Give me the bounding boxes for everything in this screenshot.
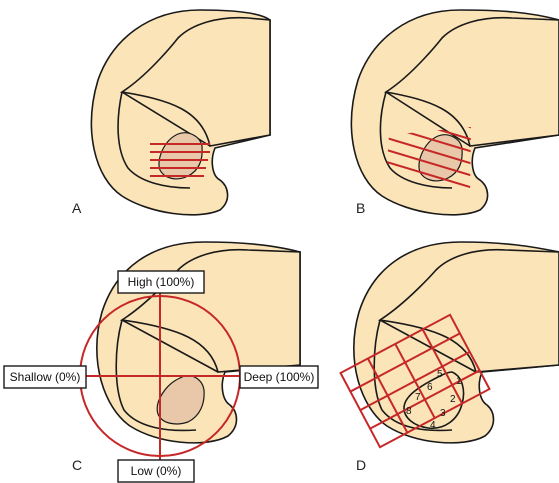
label-box-low (117, 459, 195, 483)
panel-letter-b: B (356, 200, 365, 216)
panel-c: High (100%) Shallow (0%) Deep (100%) Low… (3, 241, 319, 483)
label-high: High (100%) (128, 275, 195, 289)
oblique-grid-b (386, 127, 471, 190)
panel-b: B (350, 9, 559, 216)
panel-a: A (72, 9, 271, 216)
panel-d: 1 2 3 4 5 6 7 8 D (339, 241, 559, 473)
condyle-notch-b (383, 16, 559, 147)
zone-number: 6 (427, 382, 433, 393)
label-shallow: Shallow (0%) (10, 370, 81, 384)
notch-roof-line-b (385, 91, 471, 147)
zone-number: 4 (430, 420, 436, 431)
label-low: Low (0%) (131, 464, 182, 478)
notch-inner-wall-d (373, 319, 453, 432)
horizontal-grid-a (150, 143, 210, 177)
condyle-notch-a (119, 16, 271, 147)
panel-letter-d: D (356, 457, 366, 473)
zone-number: 7 (415, 392, 421, 403)
notch-roof-line-c (121, 319, 219, 373)
lesion-outline-d (403, 371, 465, 429)
label-deep: Deep (100%) (244, 370, 315, 384)
notch-inner-wall-c (115, 319, 197, 432)
notch-inner-wall-b (379, 91, 453, 189)
zone-number: 2 (450, 394, 456, 405)
label-box-high (117, 270, 205, 294)
notch-roof-line-d (379, 319, 477, 373)
notch-inner-wall-a (117, 91, 191, 189)
panel-letter-c: C (72, 457, 82, 473)
zone-number: 5 (437, 369, 443, 380)
zone-number: 8 (406, 406, 412, 417)
zone-numbers: 1 2 3 4 5 6 7 8 (406, 369, 462, 431)
lesion-c (156, 375, 205, 425)
zone-number: 3 (440, 408, 446, 419)
label-box-deep (239, 365, 319, 389)
panel-letter-a: A (72, 200, 82, 216)
condyle-notch-d (377, 248, 559, 373)
label-box-shallow (3, 365, 87, 389)
zone-number: 1 (456, 376, 462, 387)
oblique-grid-d (339, 313, 491, 449)
